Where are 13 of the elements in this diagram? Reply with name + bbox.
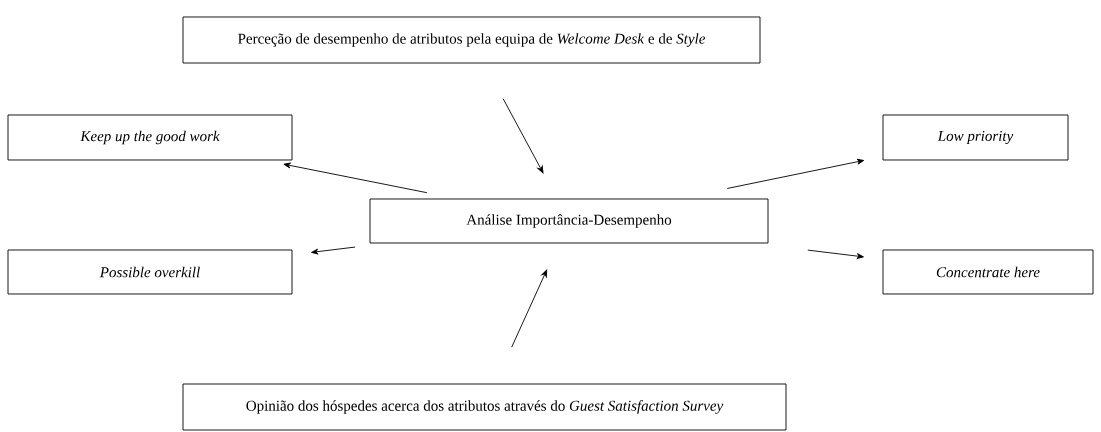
arrow [502, 98, 544, 174]
arrow [726, 158, 865, 189]
arrow [311, 246, 356, 255]
text-box: Perceção de desempenho de atributos pela equipa de Welcome Desk e de Style [182, 16, 761, 64]
arrow [511, 269, 548, 348]
arrow [283, 162, 428, 194]
text-box: Possible overkill [7, 249, 293, 295]
arrow [807, 249, 864, 259]
text-box: Concentrate here [882, 249, 1094, 295]
text-box: Opinião dos hóspedes acerca dos atributos através do Guest Satisfaction Survey [182, 383, 787, 431]
text-box: Análise Importância-Desempenho [369, 198, 769, 244]
text-box: Keep up the good work [7, 114, 293, 161]
text-box: Low priority [882, 114, 1069, 161]
